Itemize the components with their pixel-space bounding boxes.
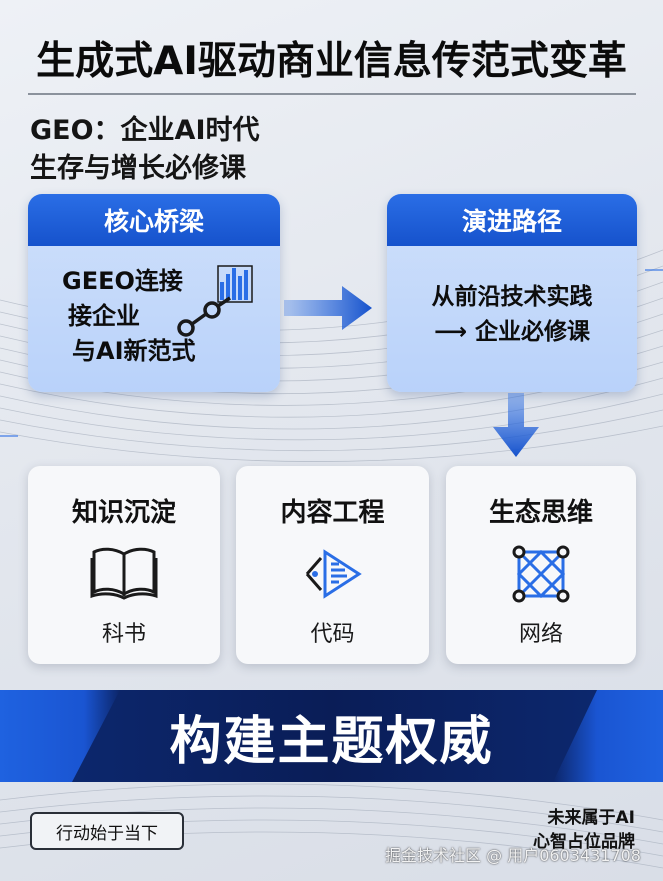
connection-chart-icon <box>177 265 253 337</box>
pillar-title: 知识沉淀 <box>71 498 176 528</box>
evolution-path-heading: 演进路径 <box>387 194 637 246</box>
pillar-label: 科书 <box>101 622 146 647</box>
network-icon <box>512 545 570 603</box>
code-icon <box>305 549 362 599</box>
arrow-right-icon <box>284 286 372 330</box>
subtitle: GEO：企业AI时代 生存与增长必修课 <box>30 112 260 188</box>
subtitle-line-2: 生存与增长必修课 <box>30 153 246 184</box>
banner-text: 构建主题权威 <box>169 711 494 772</box>
evolution-path-line-2: ⟶ 企业必修课 <box>434 319 590 345</box>
core-bridge-heading: 核心桥梁 <box>28 194 280 246</box>
evolution-path-line-1: 从前沿技术实践 <box>431 284 593 310</box>
pillar-title: 内容工程 <box>280 498 385 528</box>
evolution-path-text: 从前沿技术实践 ⟶ 企业必修课 <box>387 280 637 350</box>
core-bridge-line-3: 与AI新范式 <box>72 337 196 365</box>
core-bridge-line-2: 接企业 <box>68 302 140 330</box>
cta-button[interactable]: 行动始于当下 <box>30 812 184 850</box>
pillar-title: 生态思维 <box>488 498 593 528</box>
pillar-card-ecosystem: 生态思维 网络 <box>446 466 636 664</box>
evolution-path-card: 演进路径 从前沿技术实践 ⟶ 企业必修课 <box>387 194 637 392</box>
footer-line-1: 未来属于AI <box>547 808 635 828</box>
title-divider <box>28 93 636 95</box>
pillar-label: 代码 <box>310 622 355 647</box>
core-bridge-text: GEEO连接 接企业 与AI新范式 <box>62 264 196 369</box>
footer-line-2: 心智占位品牌 <box>533 832 635 852</box>
subtitle-line-1: GEO：企业AI时代 <box>30 115 260 146</box>
watermark: 掘金技术社区 @ 用户0603431708 <box>385 846 641 865</box>
pillar-label: 网络 <box>518 622 563 647</box>
core-bridge-line-1: GEEO连接 <box>62 267 183 295</box>
arrow-down-icon <box>493 393 539 457</box>
page-title: 生成式AI驱动商业信息传范式变革 <box>36 39 627 84</box>
footer-tagline: 未来属于AI 心智占位品牌 <box>533 806 635 854</box>
pillar-card-content: 内容工程 代码 <box>236 466 429 664</box>
pillar-card-knowledge: 知识沉淀 科书 <box>28 466 220 664</box>
core-bridge-card: 核心桥梁 GEEO连接 接企业 与AI新范式 <box>28 194 280 392</box>
banner: 构建主题权威 <box>0 690 663 782</box>
book-icon <box>90 547 158 600</box>
